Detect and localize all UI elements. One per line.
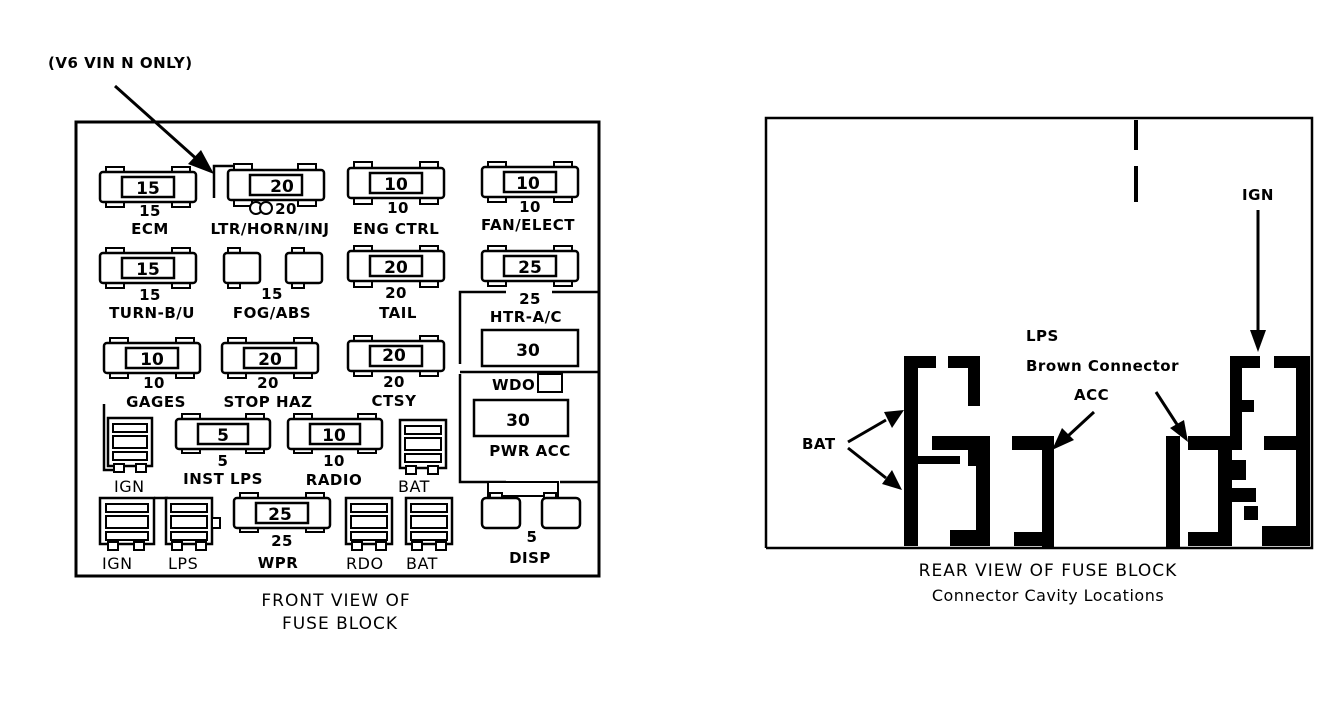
fuse-value: 20 xyxy=(258,350,282,370)
fuse-value: 10 xyxy=(140,350,164,370)
fuse-value: 20 xyxy=(384,258,408,278)
fuse-rating: 10 xyxy=(519,198,541,216)
bat-arrows xyxy=(847,410,904,490)
fuse-rating: 10 xyxy=(143,374,165,392)
connector-ign-upper: IGN xyxy=(102,404,154,496)
fuse-stop-haz: 20 20 STOP HAZ xyxy=(220,337,320,411)
fuse-rating: 5 xyxy=(527,528,538,546)
fuse-label: FOG/ABS xyxy=(233,304,311,322)
rear-caption-line2: Connector Cavity Locations xyxy=(932,586,1164,605)
connector-ign-lower: IGN xyxy=(98,496,156,573)
rear-connector-right xyxy=(1166,356,1310,548)
fuse-value: 5 xyxy=(217,426,229,446)
connector-label: IGN xyxy=(114,477,145,496)
fuse-value: 10 xyxy=(322,426,346,446)
connector-bat-upper: BAT xyxy=(398,418,448,496)
wdo-label: WDO xyxy=(492,376,535,394)
callout-arrow xyxy=(114,84,214,174)
fuse-ecm: 15 15 ECM xyxy=(98,166,198,238)
rear-caption-line1: REAR VIEW OF FUSE BLOCK xyxy=(919,561,1178,581)
fuse-value: 25 xyxy=(518,258,542,278)
ign-arrow xyxy=(1250,210,1266,352)
fuse-label: GAGES xyxy=(126,393,186,411)
rear-divider-mark xyxy=(1134,120,1138,150)
fuse-label: HTR-A/C xyxy=(490,308,562,326)
fuse-eng-ctrl: 10 10 ENG CTRL xyxy=(346,161,446,238)
acc-arrow xyxy=(1052,410,1096,450)
fuse-fog-abs: 15 FOG/ABS xyxy=(222,247,324,322)
fuse-rating: 15 xyxy=(139,286,161,304)
fuse-rating: 20 xyxy=(257,374,279,392)
connector-bat-lower: BAT xyxy=(404,496,454,573)
rear-ign-label: IGN xyxy=(1242,186,1274,204)
fuse-label: TURN-B/U xyxy=(109,304,195,322)
fuse-rating: 20 xyxy=(385,284,407,302)
connector-lps-lower: LPS xyxy=(154,496,221,573)
fuse-label: LTR/HORN/INJ xyxy=(211,220,330,238)
fuse-label: STOP HAZ xyxy=(223,393,312,411)
fuse-wpr: 25 25 WPR xyxy=(232,492,332,572)
fuse-rating: 25 xyxy=(519,290,541,308)
fuse-label: TAIL xyxy=(379,304,417,322)
wdo-relay: WDO xyxy=(492,373,563,394)
connector-label: LPS xyxy=(168,554,198,573)
rear-fuse-block-outline xyxy=(764,116,1314,550)
breaker-value: 30 xyxy=(516,341,540,361)
fuse-label: ENG CTRL xyxy=(353,220,440,238)
fuse-disp: 5 DISP xyxy=(480,481,582,567)
fuse-label: RADIO xyxy=(306,471,362,489)
fuse-value: 20 xyxy=(382,346,406,366)
fuse-radio: 10 10 RADIO xyxy=(286,413,384,489)
pwr-acc-label: PWR ACC xyxy=(489,442,570,460)
vin-callout-text: (V6 VIN N ONLY) xyxy=(48,54,193,72)
front-caption-line2: FUSE BLOCK xyxy=(282,614,398,634)
fuse-rating: 5 xyxy=(218,452,229,470)
connector-label: RDO xyxy=(346,554,384,573)
fuse-value: 25 xyxy=(268,505,292,525)
fuse-value: 15 xyxy=(136,260,160,280)
fuse-ltr-horn-inj: 20 20 LTR/HORN/INJ xyxy=(211,163,330,238)
rear-brown-connector-label: Brown Connector xyxy=(1026,357,1179,375)
fuse-turn-bu: 15 15 TURN-B/U xyxy=(98,247,198,322)
connector-rdo-lower: RDO xyxy=(344,496,394,573)
fuse-value: 10 xyxy=(516,174,540,194)
fuse-rating: 15 xyxy=(261,285,283,303)
brown-connector-arrow xyxy=(1154,391,1188,442)
fuse-rating: 15 xyxy=(139,202,161,220)
fuse-htr-ac: 25 25 HTR-A/C xyxy=(480,245,580,326)
front-fuse-block-outline xyxy=(74,120,601,578)
rear-acc-label: ACC xyxy=(1074,386,1109,404)
circuit-breaker-htr: 30 xyxy=(480,328,580,368)
rear-lps-label: LPS xyxy=(1026,327,1059,345)
connector-label: BAT xyxy=(398,477,430,496)
fuse-label: ECM xyxy=(131,220,169,238)
fuse-rating: 20 xyxy=(383,373,405,391)
fuse-label: DISP xyxy=(509,549,551,567)
fuse-label: INST LPS xyxy=(183,470,263,488)
fuse-rating: 10 xyxy=(323,452,345,470)
fuse-label: CTSY xyxy=(372,392,418,410)
circuit-breaker-pwr-acc: 30 PWR ACC xyxy=(472,398,570,460)
connector-label: BAT xyxy=(406,554,438,573)
connector-label: IGN xyxy=(102,554,133,573)
fuse-fan-elect: 10 10 FAN/ELECT xyxy=(480,161,580,234)
fuse-tail: 20 20 TAIL xyxy=(346,245,446,322)
fuse-label: WPR xyxy=(258,554,299,572)
fuse-ctsy: 20 20 CTSY xyxy=(346,335,446,410)
fuse-inst-lps: 5 5 INST LPS xyxy=(174,413,272,488)
fuse-value: 20 xyxy=(270,177,294,197)
fuse-value: 15 xyxy=(136,179,160,199)
breaker-value: 30 xyxy=(506,411,530,431)
front-caption-line1: FRONT VIEW OF xyxy=(261,591,410,611)
fuse-rating: 25 xyxy=(271,532,293,550)
fuse-gages: 10 10 GAGES xyxy=(102,337,202,411)
rear-connector-left xyxy=(904,356,1054,548)
fuse-rating: 20 xyxy=(275,200,297,218)
fuse-rating: 10 xyxy=(387,199,409,217)
rear-bat-label: BAT xyxy=(802,435,836,453)
fuse-label: FAN/ELECT xyxy=(481,216,575,234)
fuse-value: 10 xyxy=(384,175,408,195)
